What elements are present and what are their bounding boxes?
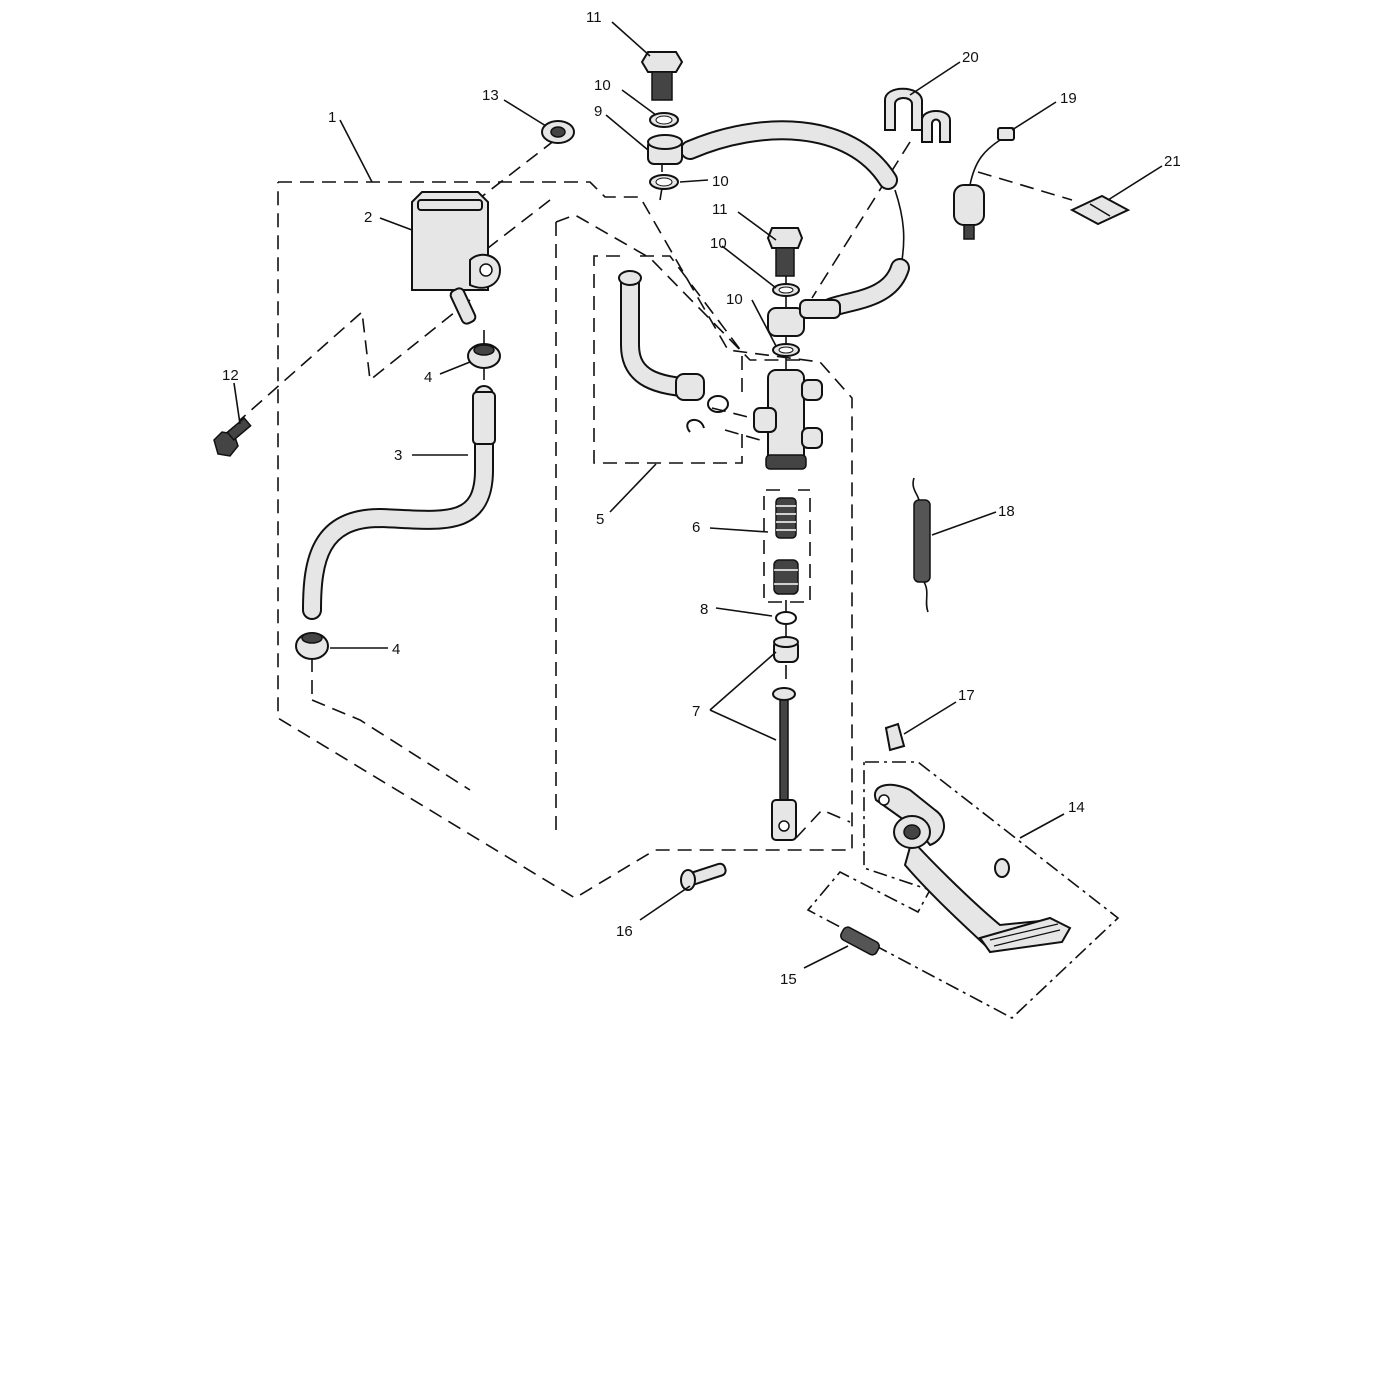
- assembly-outline-5: [593, 255, 743, 464]
- spring-18: [912, 477, 931, 613]
- assembly-outline-6: [763, 489, 811, 603]
- alignment-lines: [239, 139, 1073, 839]
- callout-19: 19: [1060, 90, 1077, 107]
- hose-3: [302, 385, 496, 620]
- reservoir-2: [411, 191, 502, 325]
- master-cylinder-body: [753, 369, 823, 470]
- brake-pedal-14: [873, 783, 1072, 954]
- callout-10-b: 10: [712, 173, 729, 190]
- callout-3: 3: [394, 447, 402, 464]
- washer-10a: [649, 112, 679, 128]
- clip-17: [884, 722, 906, 752]
- washer-10b: [649, 174, 679, 190]
- switch-19: [953, 127, 1015, 240]
- callout-labels: 11 10 9 10 20 19 21 13 1 2 11 10 10 12 4…: [222, 9, 1181, 988]
- spring-6: [775, 497, 797, 539]
- bolt-11-lower: [766, 227, 804, 277]
- leader-lines: [233, 21, 1163, 969]
- clamp-4-lower: [295, 632, 329, 660]
- callout-8: 8: [700, 601, 708, 618]
- callout-1: 1: [328, 109, 336, 126]
- callout-13: 13: [482, 87, 499, 104]
- screw-12: [213, 417, 252, 457]
- bolt-11-top: [640, 51, 684, 101]
- o-ring-b: [686, 418, 705, 433]
- callout-21: 21: [1164, 153, 1181, 170]
- clamp-4-upper: [467, 343, 501, 369]
- callout-18: 18: [998, 503, 1015, 520]
- piston-6: [773, 559, 799, 595]
- hose-5: [618, 270, 705, 401]
- spring-15: [840, 926, 880, 956]
- pin-16: [680, 862, 727, 891]
- callout-7: 7: [692, 703, 700, 720]
- o-ring-a: [707, 395, 729, 413]
- callout-2: 2: [364, 209, 372, 226]
- callout-11-lower: 11: [712, 201, 728, 218]
- callout-11-top: 11: [586, 9, 602, 26]
- callout-17: 17: [958, 687, 975, 704]
- washer-10d: [772, 343, 800, 357]
- assembly-outline-1: [277, 181, 853, 899]
- boot-7: [773, 636, 799, 663]
- banjo-fitting: [767, 299, 841, 337]
- callout-10-c: 10: [710, 235, 727, 252]
- clip-20: [884, 87, 951, 143]
- callout-15: 15: [780, 971, 797, 988]
- washer-10c: [772, 283, 800, 297]
- connector-21: [1069, 194, 1131, 226]
- callout-10-a: 10: [594, 77, 611, 94]
- callout-4-upper: 4: [424, 369, 432, 386]
- callout-12: 12: [222, 367, 239, 384]
- pushrod-7: [771, 687, 797, 841]
- banjo-9: [647, 134, 683, 165]
- grommet-13: [541, 120, 575, 144]
- hose-upper: [680, 120, 910, 318]
- circlip-8: [775, 611, 797, 625]
- callout-6: 6: [692, 519, 700, 536]
- callout-20: 20: [962, 49, 979, 66]
- callout-10-d: 10: [726, 291, 743, 308]
- callout-9: 9: [594, 103, 602, 120]
- callout-14: 14: [1068, 799, 1085, 816]
- callout-4-lower: 4: [392, 641, 400, 658]
- callout-16: 16: [616, 923, 633, 940]
- assembly-outline-14: [806, 761, 1120, 1019]
- callout-5: 5: [596, 511, 604, 528]
